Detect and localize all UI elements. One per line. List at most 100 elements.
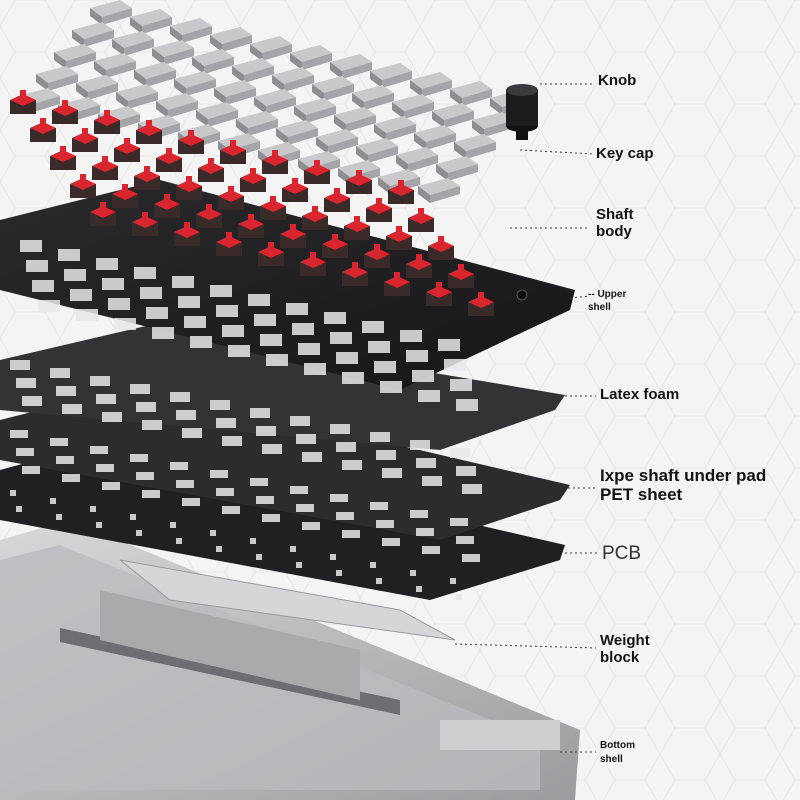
plate-cutout [76, 309, 98, 321]
plate-cutout [70, 289, 92, 301]
plate-cutout [266, 354, 288, 366]
switch [90, 202, 116, 226]
label-weight-block: Weight block [600, 632, 650, 667]
plate-cutout [290, 546, 296, 552]
plate-cutout [260, 334, 282, 346]
plate-cutout [376, 520, 394, 528]
plate-cutout [62, 404, 82, 414]
keycap [396, 147, 438, 172]
label-key-cap: Key cap [596, 145, 654, 162]
switch [406, 254, 432, 278]
plate-cutout [222, 325, 244, 337]
keycap [214, 80, 256, 105]
plate-cutout [456, 536, 474, 544]
switch [198, 158, 224, 182]
plate-cutout [336, 570, 342, 576]
keycap [94, 53, 136, 78]
plate-cutout [336, 442, 356, 452]
label-ixpe-pad: Ixpe shaft under pad [600, 466, 767, 485]
label-upper-shell-line1: -- Upper [588, 289, 627, 300]
switch [136, 120, 162, 144]
plate-cutout [102, 278, 124, 290]
plate-cutout [176, 538, 182, 544]
switch [364, 244, 390, 268]
keycap [410, 72, 452, 97]
plate-cutout [296, 504, 314, 512]
plate-cutout [286, 303, 308, 315]
plate-cutout [422, 476, 442, 486]
switch [388, 180, 414, 204]
plate-cutout [146, 307, 168, 319]
plate-cutout [330, 554, 336, 560]
keycap [276, 120, 318, 145]
keycap [374, 116, 416, 141]
plate-cutout [450, 518, 468, 526]
switch [132, 212, 158, 236]
switch [342, 262, 368, 286]
plate-cutout [462, 554, 480, 562]
switch [324, 188, 350, 212]
plate-cutout [176, 480, 194, 488]
plate-cutout [250, 538, 256, 544]
plate-cutout [456, 466, 476, 476]
switch [114, 138, 140, 162]
switch [240, 168, 266, 192]
plate-cutout [136, 530, 142, 536]
plate-cutout [256, 496, 274, 504]
label-knob: Knob [598, 72, 637, 89]
plate-cutout [176, 410, 196, 420]
plate-cutout [216, 418, 236, 428]
switch [300, 252, 326, 276]
plate-cutout [142, 490, 160, 498]
leader-keycap [519, 149, 595, 155]
plate-cutout [418, 390, 440, 402]
keycap [330, 54, 372, 79]
plate-cutout [262, 514, 280, 522]
plate-cutout [292, 323, 314, 335]
plate-cutout [114, 318, 136, 330]
keycap [236, 111, 278, 136]
label-upper-shell-line2: shell [588, 302, 611, 314]
plate-cutout [130, 514, 136, 520]
plate-cutout [248, 294, 270, 306]
plate-cutout [16, 506, 22, 512]
plate-cutout [210, 400, 230, 410]
plate-cutout [410, 510, 428, 518]
plate-cutout [130, 384, 150, 394]
keycap [392, 94, 434, 119]
label-shaft-body-line1: Shaft [596, 206, 634, 223]
keycap [414, 125, 456, 150]
plate-cutout [102, 412, 122, 422]
switch [154, 194, 180, 218]
plate-cutout [182, 498, 200, 506]
keycap [196, 102, 238, 127]
plate-cutout [102, 482, 120, 490]
label-bottom-shell: Bottom shell [600, 740, 635, 765]
plate-cutout [382, 468, 402, 478]
plate-cutout [152, 327, 174, 339]
switch [238, 214, 264, 238]
plate-cutout [10, 490, 16, 496]
plate-cutout [96, 522, 102, 528]
plate-cutout [254, 314, 276, 326]
label-bottom-shell-line1: Bottom [600, 740, 635, 751]
switch [386, 226, 412, 250]
keycap [72, 22, 114, 47]
plate-cutout [410, 440, 430, 450]
plate-cutout [444, 359, 466, 371]
switch [92, 156, 118, 180]
switch [302, 206, 328, 230]
switch [322, 234, 348, 258]
plate-cutout [368, 341, 390, 353]
plate-cutout [370, 562, 376, 568]
switch [134, 166, 160, 190]
plate-cutout [296, 562, 302, 568]
switch [426, 282, 452, 306]
plate-cutout [16, 448, 34, 456]
switch [304, 160, 330, 184]
plate-cutouts [10, 240, 482, 600]
knob [506, 84, 538, 140]
plate-cutout [96, 258, 118, 270]
plate-cutout [222, 506, 240, 514]
